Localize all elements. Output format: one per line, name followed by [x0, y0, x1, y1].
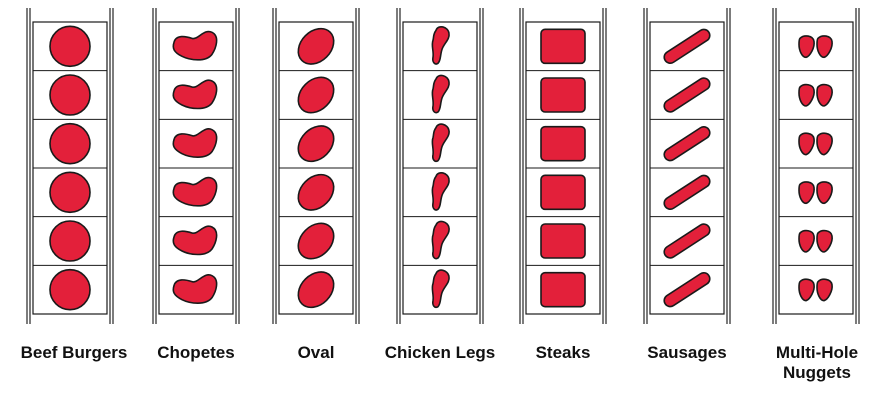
- plate-label-line: Beef Burgers: [4, 343, 144, 363]
- burger-cavity-shape: [50, 270, 90, 310]
- steak-cavity-shape: [541, 127, 585, 161]
- plate-label-line: Oval: [246, 343, 386, 363]
- plate-label-line: Chopetes: [126, 343, 266, 363]
- plate-oval: [273, 8, 359, 324]
- steak-cavity-shape: [541, 273, 585, 307]
- burger-cavity-shape: [50, 26, 90, 66]
- forming-plates-diagram: [0, 0, 890, 340]
- plate-label-sausages: Sausages: [617, 343, 757, 363]
- plate-label-oval: Oval: [246, 343, 386, 363]
- plate-label-chicken-legs: Chicken Legs: [370, 343, 510, 363]
- plate-multi-hole-nuggets: [773, 8, 859, 324]
- plate-sausages: [644, 8, 730, 324]
- burger-cavity-shape: [50, 124, 90, 164]
- plate-label-line: Steaks: [493, 343, 633, 363]
- steak-cavity-shape: [541, 224, 585, 258]
- plate-label-line: Nuggets: [747, 363, 887, 383]
- steak-cavity-shape: [541, 78, 585, 112]
- steak-cavity-shape: [541, 175, 585, 209]
- plate-chopetes: [153, 8, 239, 324]
- burger-cavity-shape: [50, 172, 90, 212]
- plate-chicken-legs: [397, 8, 483, 324]
- plate-label-line: Sausages: [617, 343, 757, 363]
- burger-cavity-shape: [50, 75, 90, 115]
- plate-label-steaks: Steaks: [493, 343, 633, 363]
- burger-cavity-shape: [50, 221, 90, 261]
- plate-label-line: Multi-Hole: [747, 343, 887, 363]
- plate-label-chopetes: Chopetes: [126, 343, 266, 363]
- plate-label-line: Chicken Legs: [370, 343, 510, 363]
- plate-beef-burgers: [27, 8, 113, 324]
- plate-label-beef-burgers: Beef Burgers: [4, 343, 144, 363]
- steak-cavity-shape: [541, 29, 585, 63]
- plate-steaks: [520, 8, 606, 324]
